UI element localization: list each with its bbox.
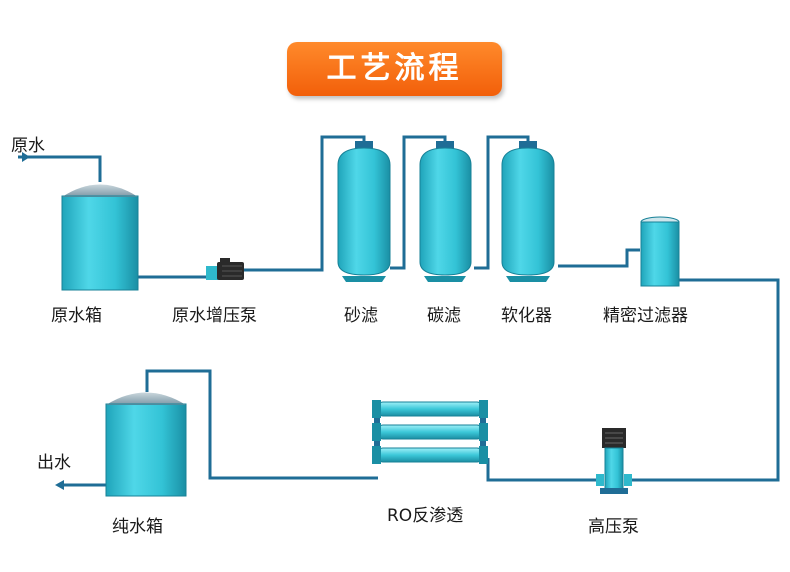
softener-label: 软化器 — [501, 306, 552, 326]
outlet-arrow-icon — [55, 480, 64, 490]
raw-water-pump — [206, 258, 244, 280]
ro-unit-label: RO反渗透 — [387, 506, 464, 526]
carbon-filter-vessel — [419, 141, 472, 282]
ro-membrane-array — [372, 400, 488, 464]
page-title: 工艺流程 — [287, 42, 502, 96]
pure-water-tank-label: 纯水箱 — [112, 517, 163, 537]
arrows — [22, 152, 64, 490]
high-pressure-pump-label: 高压泵 — [588, 517, 639, 537]
pure-water-tank — [105, 392, 187, 497]
pipe-ro-to-pure-tank — [145, 369, 378, 480]
inlet-arrow-icon — [22, 152, 30, 162]
raw-water-tank-label: 原水箱 — [51, 306, 102, 326]
raw-water-tank — [61, 184, 139, 291]
high-pressure-pump — [596, 428, 632, 494]
pipe-hp-pump-to-ro — [486, 458, 596, 482]
carbon-filter-label: 碳滤 — [427, 306, 461, 326]
pipe-precision-to-hp-pump — [628, 278, 780, 482]
pipe-softener-to-precision — [558, 248, 640, 268]
precision-filter-label: 精密过滤器 — [603, 306, 688, 326]
softener-vessel — [501, 141, 555, 282]
raw-water-inlet-label: 原水 — [11, 136, 45, 156]
raw-water-pump-label: 原水增压泵 — [172, 306, 257, 326]
precision-filter-vessel — [640, 216, 680, 287]
sand-filter-label: 砂滤 — [344, 306, 378, 326]
sand-filter-vessel — [337, 141, 391, 282]
pipe-raw-water-inlet — [18, 155, 102, 160]
water-outlet-label: 出水 — [37, 453, 71, 473]
